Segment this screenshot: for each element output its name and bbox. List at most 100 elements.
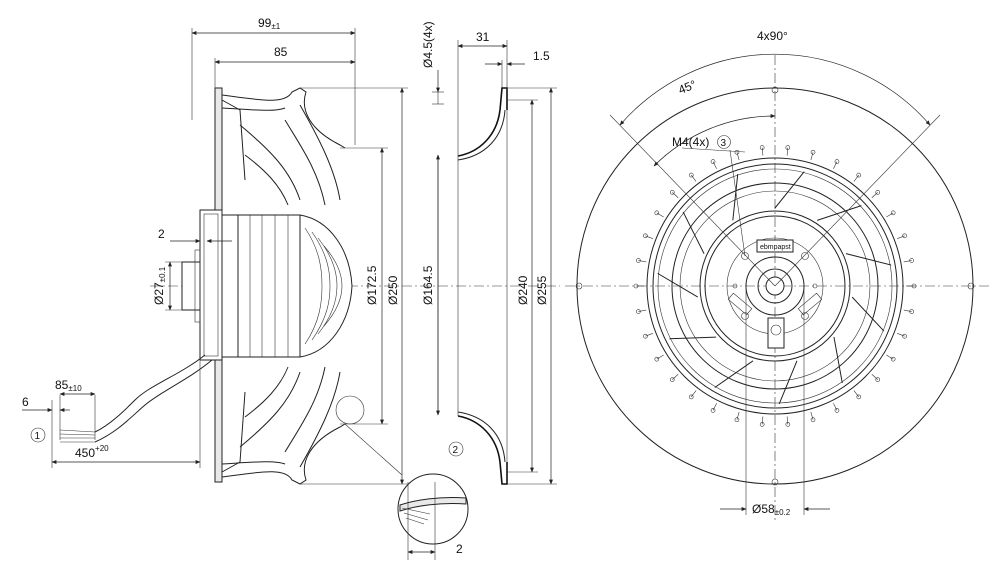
impeller-blade <box>714 360 754 388</box>
balance-clip <box>761 147 764 156</box>
dim-dia-240: Ø240 <box>516 275 530 305</box>
balance-clip <box>690 390 697 398</box>
balance-clip-head <box>669 377 675 382</box>
balance-clip <box>638 260 647 263</box>
side-view-dimensions: 99±1 85 2 Ø27±0.1 Ø172.5 Ø250 6 85±10 <box>22 16 408 485</box>
dim-ring-depth: 31 <box>476 30 490 44</box>
balance-clip <box>871 192 878 198</box>
balance-clip-head <box>890 356 896 362</box>
callout-1-label: 1 <box>35 431 41 442</box>
balance-clip-head <box>810 417 816 422</box>
balance-clip <box>712 403 717 411</box>
inlet-ring-section: 2 <box>420 87 560 485</box>
balance-clip-head <box>643 333 648 339</box>
balance-clip-head <box>643 233 648 239</box>
impeller-blade <box>817 205 862 221</box>
dim-dia-164: Ø164.5 <box>421 265 435 305</box>
dim-angle: 45° <box>676 77 698 97</box>
balance-clip <box>656 354 664 360</box>
impeller-blade <box>682 211 705 254</box>
balance-clip <box>690 174 697 182</box>
balance-clip-head <box>785 422 791 427</box>
balance-clip <box>871 374 878 380</box>
callout-3 <box>717 135 731 149</box>
balance-clip <box>886 212 894 218</box>
balance-clip <box>656 212 664 218</box>
impeller-blade <box>845 253 892 266</box>
balance-clip <box>897 235 905 239</box>
balance-clip-head <box>654 356 660 362</box>
balance-clip-head <box>710 408 716 413</box>
cable-exit <box>767 317 785 349</box>
impeller-blade <box>774 171 805 209</box>
balance-clip-head <box>890 210 896 216</box>
balance-clip <box>638 309 647 312</box>
balance-clip-head <box>636 258 641 263</box>
balance-clip-head <box>834 408 840 413</box>
balance-clip <box>645 235 653 239</box>
impeller-blade <box>669 336 717 340</box>
callout-2-label: 2 <box>453 445 459 456</box>
impeller-blade <box>657 272 699 298</box>
dim-dia-250: Ø250 <box>386 275 400 305</box>
balance-clip-head <box>856 172 862 178</box>
dim-shaft-dia: Ø27±0.1 <box>152 266 167 305</box>
dim-dia-172: Ø172.5 <box>365 265 379 305</box>
callout-1 <box>30 427 46 443</box>
side-view <box>59 87 420 485</box>
impeller-blade <box>833 336 843 384</box>
dim-hub-dia: Ø58±0.2 <box>752 502 791 517</box>
balance-clip-head <box>734 417 740 422</box>
callout-2 <box>448 441 464 457</box>
balance-clip-head <box>856 394 862 400</box>
balance-clip-head <box>688 394 694 400</box>
dim-cable-end: 85±10 <box>55 378 82 393</box>
balance-clip <box>897 333 905 337</box>
balance-clip-head <box>633 283 639 289</box>
label-plate <box>756 239 794 253</box>
detail-view-2: 2 <box>344 423 469 560</box>
dim-cable-len: 450+20 <box>75 444 109 460</box>
front-view-dimensions: 4x90° 45° M4(4x) 3 Ø58±0.2 <box>609 29 941 517</box>
balance-clip <box>810 411 814 420</box>
dim-dia-255: Ø255 <box>535 275 549 305</box>
impeller-blade <box>778 360 798 405</box>
impeller-blade <box>851 296 885 332</box>
balance-clip-head <box>834 159 840 164</box>
balance-clip-head <box>669 190 675 195</box>
balance-clip-head <box>909 258 914 263</box>
balance-clip <box>810 152 814 161</box>
balance-clip-head <box>759 422 765 427</box>
balance-clip-head <box>902 233 907 239</box>
dim-width-impeller: 85 <box>274 45 288 59</box>
dim-cable-strip: 6 <box>22 395 29 409</box>
dim-gap: 2 <box>158 227 165 241</box>
balance-clip <box>853 390 860 398</box>
balance-clip <box>903 309 912 312</box>
balance-clip <box>672 374 679 380</box>
balance-clip <box>672 192 679 198</box>
balance-clip <box>886 354 894 360</box>
dim-detail-gap: 2 <box>456 542 463 556</box>
label-plate-brand: ebmpapst <box>760 244 791 251</box>
balance-clip <box>853 174 860 182</box>
balance-clip <box>833 161 838 169</box>
front-view: ebmpapst <box>565 55 990 520</box>
dim-hole-dia: Ø4.5(4x) <box>421 21 435 68</box>
balance-clip-head <box>636 309 641 314</box>
balance-clip-head <box>810 150 816 155</box>
balance-clip-head <box>875 190 881 195</box>
balance-clip-head <box>785 145 791 150</box>
balance-clip <box>736 411 740 420</box>
balance-clip-head <box>911 283 917 289</box>
dim-ring-lip: 1.5 <box>533 49 550 63</box>
balance-clip <box>786 416 789 425</box>
dim-width-overall: 99±1 <box>258 16 281 31</box>
balance-clip <box>833 403 838 411</box>
balance-clip <box>786 147 789 156</box>
balance-clip-head <box>688 172 694 178</box>
balance-clip <box>903 260 912 263</box>
balance-clip-head <box>902 333 907 339</box>
dim-bolt-pattern: 4x90° <box>757 29 788 43</box>
